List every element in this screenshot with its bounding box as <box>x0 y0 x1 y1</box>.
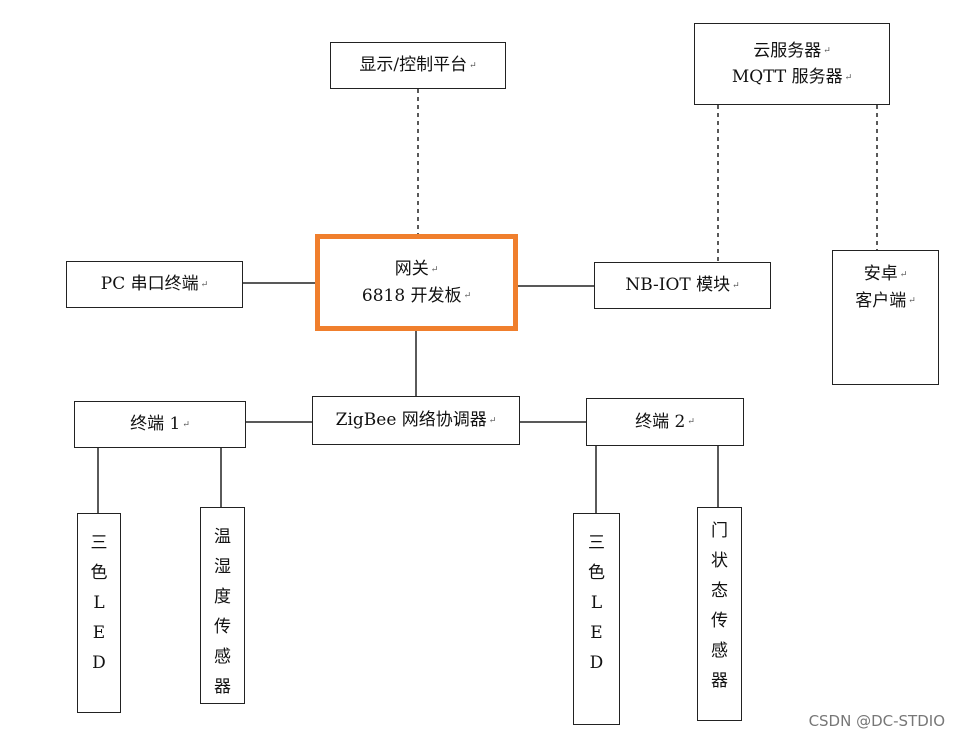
led2-char: L <box>590 593 603 613</box>
gateway-line-2: 6818 开发板 <box>361 285 462 306</box>
door-char: 态 <box>711 581 728 601</box>
door-char: 器 <box>711 671 728 691</box>
display-line-1: 显示/控制平台 <box>359 55 468 76</box>
terminal-1-box: 终端 1↵ <box>74 401 246 448</box>
android-line-2: 客户端 <box>855 290 907 311</box>
watermark: CSDN @DC-STDIO <box>808 712 945 730</box>
temp-char: 温 <box>214 527 231 547</box>
terminal-2-box: 终端 2↵ <box>586 398 744 446</box>
gateway-box: 网关↵ 6818 开发板↵ <box>315 234 518 331</box>
cloud-server-box: 云服务器↵ MQTT 服务器↵ <box>694 23 890 105</box>
led1-char: L <box>93 593 105 613</box>
pc-line-1: PC 串口终端 <box>100 274 199 295</box>
terminal1-line-1: 终端 1 <box>130 414 181 435</box>
led1-char: D <box>92 653 106 673</box>
zigbee-line-1: ZigBee 网络协调器 <box>335 410 487 431</box>
nbiot-module-box: NB-IOT 模块↵ <box>594 262 771 309</box>
temp-char: 传 <box>214 617 231 637</box>
temp-humidity-sensor-box: 温 湿 度 传 感 器 <box>200 507 245 704</box>
gateway-line-1: 网关 <box>394 259 429 279</box>
tricolor-led-1-box: 三 色 L E D <box>77 513 121 713</box>
door-state-sensor-box: 门 状 态 传 感 器 <box>697 507 742 721</box>
led2-char: 色 <box>588 563 605 583</box>
android-line-1: 安卓 <box>863 264 898 284</box>
door-char: 传 <box>711 611 728 631</box>
cloud-line-2: MQTT 服务器 <box>731 67 843 87</box>
cloud-line-1: 云服务器 <box>753 40 822 61</box>
led2-char: E <box>590 623 603 643</box>
pc-serial-terminal-box: PC 串口终端↵ <box>66 261 243 308</box>
zigbee-coordinator-box: ZigBee 网络协调器↵ <box>312 396 520 445</box>
display-control-platform-box: 显示/控制平台↵ <box>330 42 506 89</box>
door-char: 感 <box>711 641 728 661</box>
led2-char: 三 <box>588 533 605 553</box>
nbiot-line-1: NB-IOT 模块 <box>625 275 731 296</box>
led1-char: 色 <box>90 563 108 583</box>
temp-char: 器 <box>214 677 231 697</box>
door-char: 门 <box>711 521 728 541</box>
temp-char: 感 <box>214 647 231 667</box>
terminal2-line-1: 终端 2 <box>635 411 686 432</box>
temp-char: 湿 <box>214 557 231 577</box>
temp-char: 度 <box>214 587 231 607</box>
tricolor-led-2-box: 三 色 L E D <box>573 513 620 725</box>
led2-char: D <box>589 653 604 673</box>
led1-char: 三 <box>90 533 108 553</box>
led1-char: E <box>92 623 106 643</box>
android-client-box: 安卓↵ 客户端↵ <box>832 250 939 385</box>
door-char: 状 <box>711 551 728 571</box>
